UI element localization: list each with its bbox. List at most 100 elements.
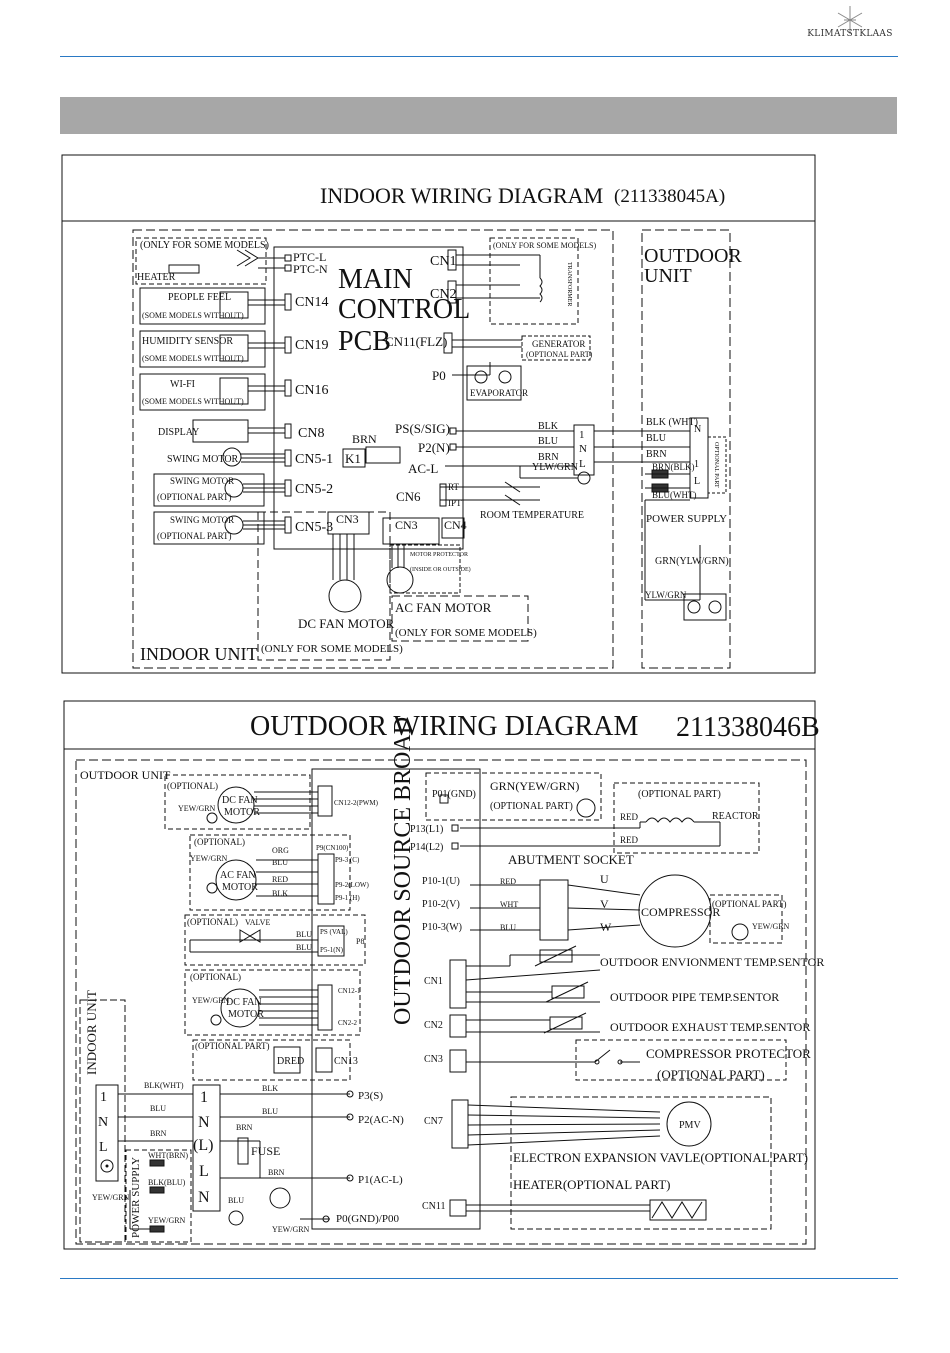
p10-3-label: P10-3(W) [422,922,462,933]
valve-label: VALVE [245,918,270,927]
comp-protector-label: COMPRESSOR PROTECTOR [646,1046,811,1061]
dred-label: DRED [277,1056,304,1067]
left-terminal-1: 1 [100,1090,107,1105]
phase-u: U [600,872,609,886]
swing-opt1-label: SWING MOTOR [170,476,234,486]
cn11-label: CN11 [422,1201,446,1212]
valve-blu-2: BLU [296,943,312,952]
motor-protector-sub: (INSIDE OR OUTSIDE) [410,566,471,573]
cn14-label: CN14 [295,295,328,310]
left-terminal-l: L [99,1140,108,1155]
ac-fan-label: AC FAN MOTOR [395,600,492,615]
mid-terminal-l-paren: (L) [193,1137,213,1154]
wire-wht-brn: WHT(BRN) [148,1151,188,1160]
evaporator-label: EVAPORATOR [470,388,528,398]
logo-text: KLIMATSTKLAAS [807,29,893,39]
valve-blu-1: BLU [296,930,312,939]
comp-protector-sub: (OPTIONAL PART) [657,1067,765,1082]
wire-brn-b: BRN [150,1129,167,1138]
grn-ylw-label: GRN(YLW/GRN) [655,556,729,567]
cn7-label: CN7 [424,1116,443,1127]
wifi-sub: (SOME MODELS WITHOUT) [142,397,244,406]
swing-opt2-label: SWING MOTOR [170,515,234,525]
dc-fan-yewgrn: YEW/GRN [178,804,216,813]
p9-label: P9(CN100) [316,844,349,852]
ps-label: PS(S/SIG) [395,421,450,436]
out-brn-blk-label: BRN(BLK) [652,462,695,472]
indoor-unit-vertical-label: INDOOR UNIT [84,990,99,1075]
pcb-label-1: MAIN [338,264,413,295]
cn3-dc-label: CN3 [336,512,359,526]
p14-label: P14(L2) [410,842,443,853]
cn1-label: CN1 [424,976,443,987]
out-terminal-1: 1 [694,459,699,470]
ipt-label: IPT [448,498,462,508]
swing-opt2-sub: (OPTIONAL PART) [157,531,232,541]
p0-label: P0 [432,368,446,383]
humidity-sub: (SOME MODELS WITHOUT) [142,354,244,363]
snowflake-icon [837,6,863,34]
mid-terminal-1: 1 [200,1089,208,1106]
wire-blk-c: BLK [262,1084,278,1093]
ac-fan-optional: (OPTIONAL) [194,837,245,847]
ptc-l-label: PTC-L [293,250,326,264]
heater-note: (ONLY FOR SOME MODELS) [140,240,269,251]
header-rule [60,56,898,57]
generator-sub: (OPTIONAL PART) [526,350,593,359]
wire-blk-blu: BLK(BLU) [148,1178,186,1187]
wire-brn-d: BRN [268,1168,285,1177]
motor-protector-label: MOTOR PROTECTOR [410,552,468,558]
acl-label: AC-L [408,461,438,476]
exhaust-sensor-label: OUTDOOR EXHAUST TEMP.SENTOR [610,1020,810,1034]
p9-1-label: P9-1 (H) [335,894,360,902]
env-sensor-label: OUTDOOR ENVIONMENT TEMP.SENTOR [600,955,824,969]
p01-label: P01(GND) [432,789,476,800]
cn12-2-label: CN12-2(PWM) [334,799,379,807]
cn19-label: CN19 [295,338,328,353]
center-terminal-l: L [579,458,586,470]
cn3-label: CN3 [424,1054,443,1065]
wire-blk-label: BLK [538,421,559,432]
outdoor-diagram-code: 211338046B [676,712,820,743]
left-terminal-n: N [98,1115,108,1130]
mid-terminal-n2: N [198,1189,210,1206]
people-feel-sub: (SOME MODELS WITHOUT) [142,311,244,320]
k1-brn-label: BRN [352,432,377,446]
dc-fan-sub: (ONLY FOR SOME MODELS) [261,643,403,655]
ylw-grn-label: YLW/GRN [645,590,687,600]
center-terminal-1: 1 [579,429,585,441]
eev-label: ELECTRON EXPANSION VAVLE(OPTIONAL PART) [513,1150,808,1165]
wire-blu-label: BLU [538,436,559,447]
indoor-diagram-title: INDOOR WIRING DIAGRAM [320,183,603,208]
cn6-label: CN6 [396,489,421,504]
cn3-ac-label: CN3 [395,518,418,532]
ptc-n-label: PTC-N [293,262,328,276]
p0-label: P0(GND)/P00 [336,1213,399,1225]
p13-label: P13(L1) [410,824,443,835]
section-header-bar [60,97,897,134]
people-feel-label: PEOPLE FEEL [168,292,231,303]
wire-org: ORG [272,846,289,855]
dc-fan-motor-label-2: MOTOR [224,807,260,818]
ac-fan-sub: (ONLY FOR SOME MODELS) [395,627,537,639]
display-label: DISPLAY [158,427,199,438]
power-supply-label: POWER SUPPLY [646,513,727,525]
out-blu-label: BLU [646,433,667,444]
heater-label: HEATER [137,272,176,283]
footer-rule [60,1278,898,1279]
wire-blu-a: BLU [272,858,288,867]
ps-val-label: PS (VAL) [320,928,348,936]
grn-label: GRN(YEW/GRN) [490,779,579,793]
cn11-label: CN11(FLZ) [385,334,447,349]
comp-wire-red: RED [500,877,516,886]
p01-optional-part: (OPTIONAL PART) [490,801,573,812]
indoor-outdoor-unit-label-2: UNIT [644,265,692,287]
pipe-sensor-label: OUTDOOR PIPE TEMP.SENTOR [610,990,779,1004]
mid-terminal-l: L [199,1163,209,1180]
swing-motor-label: SWING MOTOR [167,454,239,465]
transformer-note: (ONLY FOR SOME MODELS) [493,241,596,250]
heater-label: HEATER(OPTIONAL PART) [513,1177,671,1192]
generator-label: GENERATOR [532,339,585,349]
out-terminal-l: L [694,476,700,487]
p9-3-label: P9-3 (C) [335,856,360,864]
